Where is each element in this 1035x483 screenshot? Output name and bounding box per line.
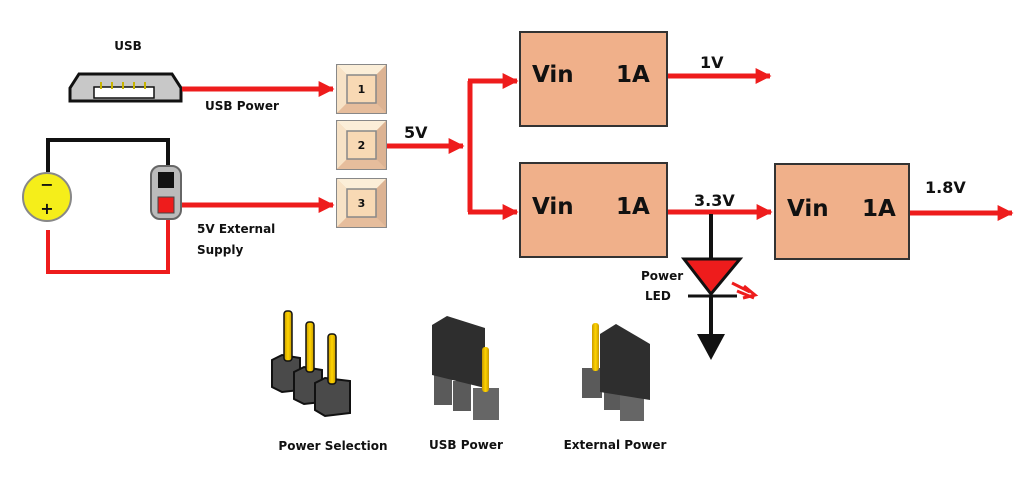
battery-minus: − [40,175,53,194]
selector-pin-1: 1 [336,64,387,114]
jumper-label-power-selection: Power Selection [278,439,387,453]
selector-pin-2: 2 [336,120,387,170]
output-1v-label: 1V [700,53,724,72]
usb-title: USB [114,39,142,53]
selector-pin-number: 3 [358,197,366,210]
regulator-1v8: Vin 1A [774,163,910,260]
external-label-line2: Supply [197,243,243,257]
jumper-label-usb-power: USB Power [429,438,503,452]
battery-icon [22,172,72,222]
regulator-3v3: Vin 1A [519,162,668,258]
ground-icon [697,334,725,360]
selector-pin-number: 1 [358,83,366,96]
led-label-line2: LED [645,289,671,303]
jumper-label-external-power: External Power [564,438,667,452]
led-label-line1: Power [641,269,683,283]
usb-connector-icon [68,72,183,103]
reg-current-label: 1A [616,194,650,220]
output-3v3-label: 3.3V [694,191,735,210]
reg-input-label: Vin [532,194,574,220]
external-label-line1: 5V External [197,222,275,236]
usb-power-label: USB Power [205,99,279,113]
reg-current-label: 1A [862,196,896,222]
reg-input-label: Vin [532,62,574,88]
jumper-usb-power-icon [432,316,499,420]
output-1v8-label: 1.8V [925,178,966,197]
selector-pin-number: 2 [358,139,366,152]
jumper-power-selection-icon [271,310,351,418]
reg-current-label: 1A [616,62,650,88]
selector-pin-3: 3 [336,178,387,228]
jumper-external-power-icon [582,323,650,421]
bus-5v-label: 5V [404,123,428,142]
reg-input-label: Vin [787,196,829,222]
battery-plus: + [40,199,53,218]
external-supply-circuit: − + [22,138,182,274]
regulator-1v: Vin 1A [519,31,668,127]
light-emission-icon [731,281,759,300]
power-led-icon [680,214,759,360]
